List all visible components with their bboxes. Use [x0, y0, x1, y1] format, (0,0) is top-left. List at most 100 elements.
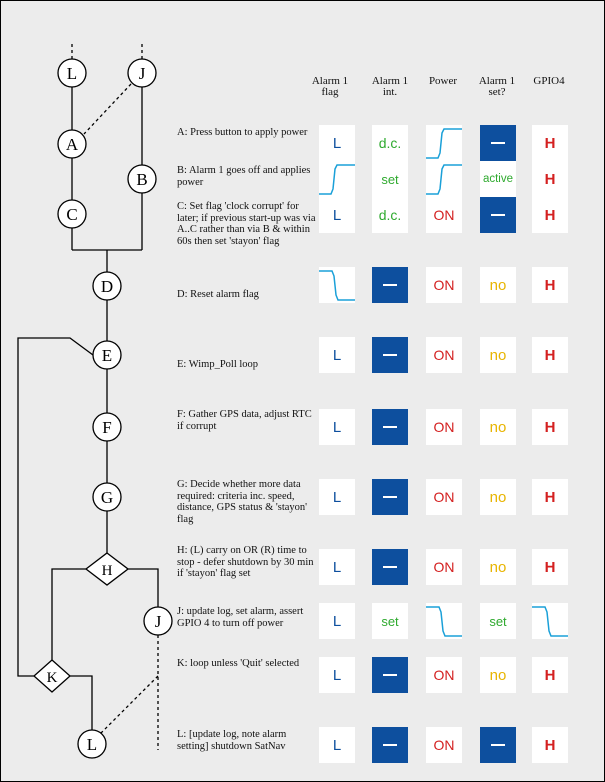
- state-cell-K-alarm1-flag: L: [319, 657, 355, 693]
- node-label-H: H: [102, 563, 113, 579]
- state-cell-L-alarm1-int: [372, 727, 408, 763]
- node-K: [33, 659, 71, 693]
- edge-K-E-loop: [17, 337, 94, 677]
- rising-edge-icon: [426, 164, 462, 195]
- edge-K-L: [70, 675, 93, 730]
- falling-edge-icon: [426, 606, 462, 637]
- state-cell-K-alarm1-set: no: [480, 657, 516, 693]
- state-cell-G-alarm1-set: no: [480, 479, 516, 515]
- state-cell-L-alarm1-set: [480, 727, 516, 763]
- state-cell-H-alarm1-set: no: [480, 549, 516, 585]
- column-header-alarm1-set: Alarm 1 set?: [478, 75, 516, 98]
- step-desc-E: E: Wimp_Poll loop: [177, 359, 259, 370]
- rising-edge-icon: [426, 128, 462, 159]
- state-cell-H-power: ON: [426, 549, 462, 585]
- state-cell-A-alarm1-set: [480, 125, 516, 161]
- node-label-A: A: [66, 135, 79, 154]
- step-desc-K: K: loop unless 'Quit' selected: [177, 658, 300, 669]
- node-label-F: F: [102, 418, 111, 437]
- state-cell-G-alarm1-flag: L: [319, 479, 355, 515]
- node-C: [57, 199, 87, 229]
- state-cell-L-alarm1-flag: L: [319, 727, 355, 763]
- state-cell-A-power: [426, 125, 462, 161]
- state-cell-A-alarm1-flag: L: [319, 125, 355, 161]
- step-desc-J: J: update log, set alarm, assert GPIO 4 …: [177, 606, 304, 629]
- state-cell-J-alarm1-int: set: [372, 603, 408, 639]
- edge-J-A-dashed: [83, 83, 132, 135]
- state-cell-D-power: ON: [426, 267, 462, 303]
- node-G: [92, 482, 122, 512]
- node-L: [77, 729, 107, 759]
- state-cell-G-alarm1-int: [372, 479, 408, 515]
- node-label-J-top: J: [139, 64, 146, 83]
- state-cell-B-alarm1-set: active: [480, 161, 516, 197]
- state-cell-E-gpio4: H: [532, 337, 568, 373]
- state-cell-J-gpio4: [532, 603, 568, 639]
- column-header-gpio4: GPIO4: [533, 75, 565, 87]
- state-cell-A-alarm1-int: d.c.: [372, 125, 408, 161]
- node-label-C: C: [66, 205, 77, 224]
- column-header-power: Power: [428, 75, 458, 87]
- state-cell-H-gpio4: H: [532, 549, 568, 585]
- state-cell-F-gpio4: H: [532, 409, 568, 445]
- node-L-top: [57, 58, 87, 88]
- state-cell-D-gpio4: H: [532, 267, 568, 303]
- node-label-D: D: [101, 277, 113, 296]
- node-label-B: B: [136, 170, 147, 189]
- state-cell-B-alarm1-flag: [319, 161, 355, 197]
- node-label-L: L: [87, 735, 97, 754]
- step-desc-F: F: Gather GPS data, adjust RTC if corrup…: [177, 409, 312, 432]
- state-cell-K-gpio4: H: [532, 657, 568, 693]
- rising-edge-icon: [319, 164, 355, 195]
- state-cell-F-alarm1-flag: L: [319, 409, 355, 445]
- step-desc-C: C: Set flag 'clock corrupt' for later; i…: [177, 201, 316, 247]
- state-cell-E-alarm1-flag: L: [319, 337, 355, 373]
- state-cell-E-alarm1-int: [372, 337, 408, 373]
- node-label-L-top: L: [67, 64, 77, 83]
- falling-edge-icon: [319, 270, 355, 301]
- column-header-alarm1-int: Alarm 1 int.: [371, 75, 409, 98]
- node-J: [143, 606, 173, 636]
- state-cell-D-alarm1-int: [372, 267, 408, 303]
- state-cell-J-alarm1-set: set: [480, 603, 516, 639]
- state-cell-D-alarm1-flag: [319, 267, 355, 303]
- step-desc-A: A: Press button to apply power: [177, 127, 308, 138]
- state-cell-F-alarm1-set: no: [480, 409, 516, 445]
- node-D: [92, 271, 122, 301]
- state-cell-J-alarm1-flag: L: [319, 603, 355, 639]
- state-cell-K-power: ON: [426, 657, 462, 693]
- state-cell-B-gpio4: H: [532, 161, 568, 197]
- edge-H-J: [128, 568, 159, 607]
- state-cell-E-power: ON: [426, 337, 462, 373]
- node-E: [92, 340, 122, 370]
- step-desc-B: B: Alarm 1 goes off and applies power: [177, 165, 311, 188]
- step-desc-D: D: Reset alarm flag: [177, 289, 259, 300]
- state-cell-H-alarm1-int: [372, 549, 408, 585]
- step-desc-G: G: Decide whether more data required: cr…: [177, 479, 308, 525]
- state-cell-E-alarm1-set: no: [480, 337, 516, 373]
- state-cell-L-power: ON: [426, 727, 462, 763]
- state-cell-G-power: ON: [426, 479, 462, 515]
- node-F: [92, 412, 122, 442]
- step-desc-L: L: [update log, note alarm setting] shut…: [177, 729, 287, 752]
- state-cell-L-gpio4: H: [532, 727, 568, 763]
- state-cell-H-alarm1-flag: L: [319, 549, 355, 585]
- node-J-top: [127, 58, 157, 88]
- state-cell-F-alarm1-int: [372, 409, 408, 445]
- state-cell-G-gpio4: H: [532, 479, 568, 515]
- node-label-J: J: [155, 612, 162, 631]
- falling-edge-icon: [532, 606, 568, 637]
- node-label-K: K: [47, 670, 58, 686]
- state-cell-D-alarm1-set: no: [480, 267, 516, 303]
- state-cell-B-alarm1-int: set: [372, 161, 408, 197]
- state-cell-J-power: [426, 603, 462, 639]
- step-desc-H: H: (L) carry on OR (R) time to stop - de…: [177, 545, 314, 579]
- state-cell-F-power: ON: [426, 409, 462, 445]
- node-label-G: G: [101, 488, 113, 507]
- state-cell-C-alarm1-set: [480, 197, 516, 233]
- node-B: [127, 164, 157, 194]
- node-A: [57, 129, 87, 159]
- column-header-alarm1-flag: Alarm 1 flag: [311, 75, 349, 98]
- state-cell-C-power: ON: [426, 197, 462, 233]
